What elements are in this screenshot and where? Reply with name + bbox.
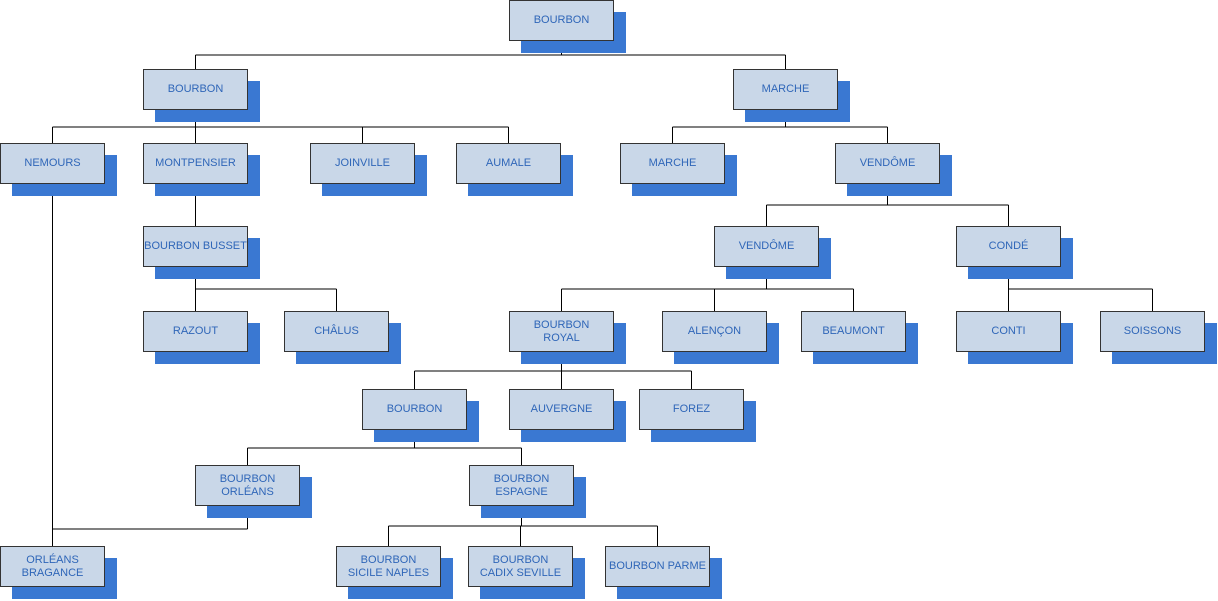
node-label: SOISSONS [1123,325,1182,337]
node-label: JOINVILLE [334,157,391,169]
node-marche: MARCHE [733,69,850,122]
node-label: CHÂLUS [314,325,359,337]
node-bourbon-3: BOURBON [362,389,479,442]
node-box: SOISSONS [1100,311,1205,352]
node-marche-2: MARCHE [620,143,737,196]
node-label: NEMOURS [24,157,81,169]
node-vendome: VENDÔME [835,143,952,196]
node-razout: RAZOUT [143,311,260,364]
node-box: ALENÇON [662,311,767,352]
node-box: AUMALE [456,143,561,184]
node-box: NEMOURS [0,143,105,184]
node-montpensier: MONTPENSIER [143,143,260,196]
node-conti: CONTI [956,311,1073,364]
node-box: BOURBON ROYAL [509,311,614,352]
node-box: BOURBON BUSSET [143,226,248,267]
node-label: BOURBON ORLÉANS [219,472,276,498]
node-label: BOURBON ESPAGNE [493,472,550,498]
node-label: AUMALE [485,157,532,169]
node-vendome-2: VENDÔME [714,226,831,279]
node-box: BOURBON [509,0,614,41]
node-joinville: JOINVILLE [310,143,427,196]
node-forez: FOREZ [639,389,756,442]
node-soissons: SOISSONS [1100,311,1217,364]
node-label: ALENÇON [687,325,742,337]
node-box: CONDÉ [956,226,1061,267]
node-label: MONTPENSIER [155,157,236,169]
node-box: BOURBON SICILE NAPLES [336,546,441,587]
node-box: AUVERGNE [509,389,614,430]
node-label: FOREZ [672,403,711,415]
node-box: MARCHE [733,69,838,110]
node-box: FOREZ [639,389,744,430]
node-box: CHÂLUS [284,311,389,352]
node-box: BOURBON ESPAGNE [469,465,574,506]
node-bourbon-root: BOURBON [509,0,626,53]
node-label: BOURBON [533,14,590,26]
node-alencon: ALENÇON [662,311,779,364]
node-bourbon-orleans: BOURBON ORLÉANS [195,465,312,518]
node-label: ORLÉANS BRAGANCE [21,553,84,579]
node-box: BOURBON CADIX SEVILLE [468,546,573,587]
node-box: BOURBON PARME [605,546,710,587]
node-box: VENDÔME [835,143,940,184]
node-label: AUVERGNE [530,403,593,415]
node-bourbon-royal: BOURBON ROYAL [509,311,626,364]
node-bourbon-busset: BOURBON BUSSET [143,226,260,279]
node-label: BOURBON CADIX SEVILLE [479,553,562,579]
node-box: JOINVILLE [310,143,415,184]
node-label: BOURBON SICILE NAPLES [347,553,430,579]
node-conde: CONDÉ [956,226,1073,279]
node-label: MARCHE [761,83,810,95]
node-auvergne: AUVERGNE [509,389,626,442]
node-label: MARCHE [648,157,697,169]
node-bourbon-cadix-seville: BOURBON CADIX SEVILLE [468,546,585,599]
node-label: VENDÔME [859,157,916,169]
node-label: CONTI [991,325,1026,337]
node-box: BOURBON [362,389,467,430]
node-aumale: AUMALE [456,143,573,196]
node-box: MARCHE [620,143,725,184]
node-label: VENDÔME [738,240,795,252]
node-box: VENDÔME [714,226,819,267]
node-label: BOURBON [386,403,443,415]
node-label: RAZOUT [172,325,219,337]
node-bourbon: BOURBON [143,69,260,122]
node-beaumont: BEAUMONT [801,311,918,364]
node-box: CONTI [956,311,1061,352]
node-chalus: CHÂLUS [284,311,401,364]
node-orleans-bragance: ORLÉANS BRAGANCE [0,546,117,599]
node-label: CONDÉ [988,240,1029,252]
node-label: BOURBON BUSSET [144,240,247,252]
node-bourbon-parme: BOURBON PARME [605,546,722,599]
node-bourbon-sicile-naples: BOURBON SICILE NAPLES [336,546,453,599]
node-box: BOURBON ORLÉANS [195,465,300,506]
node-box: RAZOUT [143,311,248,352]
node-label: BOURBON PARME [609,560,706,572]
node-label: BOURBON [167,83,224,95]
node-box: BOURBON [143,69,248,110]
node-nemours: NEMOURS [0,143,117,196]
node-label: BEAUMONT [822,325,885,337]
node-label: BOURBON ROYAL [533,318,590,344]
node-box: ORLÉANS BRAGANCE [0,546,105,587]
node-box: MONTPENSIER [143,143,248,184]
node-box: BEAUMONT [801,311,906,352]
node-bourbon-espagne: BOURBON ESPAGNE [469,465,586,518]
